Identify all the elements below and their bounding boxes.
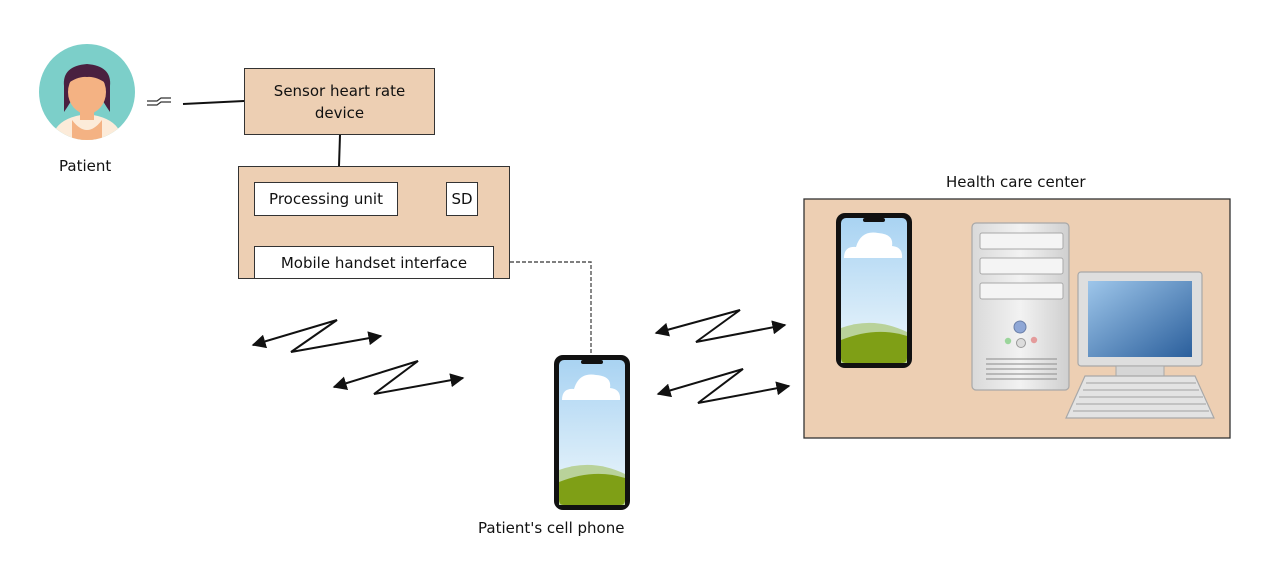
health-care-center-label: Health care center [946,173,1086,191]
sensor-heart-rate-device-box: Sensor heart rate device [244,68,435,135]
patient-cell-phone-label: Patient's cell phone [478,519,625,537]
patient-label: Patient [59,157,112,175]
desktop-computer-icon [971,222,1215,419]
interface-to-phone-dashed-connector [510,261,592,356]
smartphone-icon [554,355,630,510]
wireless-signal-icon [251,309,791,404]
patient-to-sensor-connector [182,100,245,105]
patient-avatar-icon [39,44,135,140]
sensor-label-line1: Sensor heart rate [273,81,406,100]
sensor-label-line2: device [314,103,365,122]
sd-card-box: SD [446,182,478,216]
smartphone-icon [836,213,912,368]
processing-unit-box: Processing unit [254,182,398,216]
mobile-handset-interface-box: Mobile handset interface [254,246,494,279]
wearable-sensor-icon [147,97,171,106]
sensor-to-processing-connector [338,134,341,167]
